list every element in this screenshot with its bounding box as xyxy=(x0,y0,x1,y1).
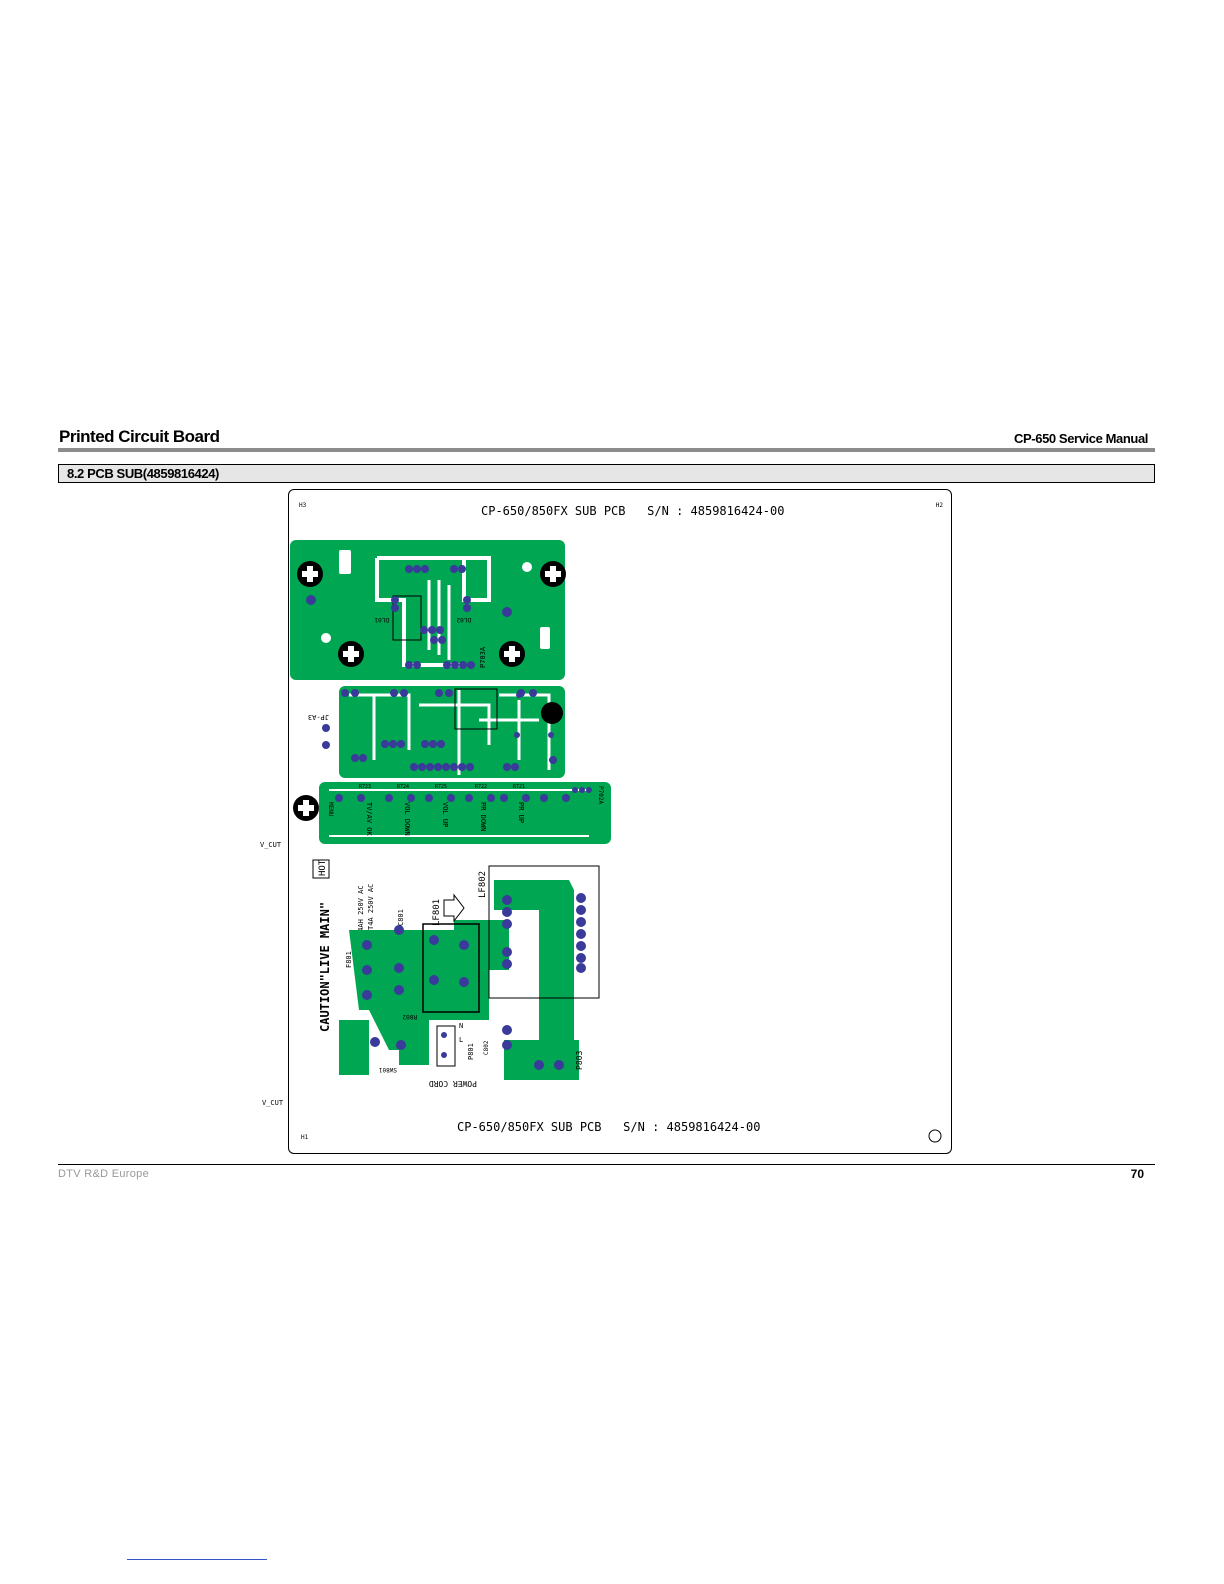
page-number: 70 xyxy=(1130,1167,1144,1181)
footer-org: DTV R&D Europe xyxy=(58,1168,150,1180)
label-key-voldown: VOL DOWN xyxy=(403,802,411,836)
label-p801: P801 xyxy=(467,1043,475,1060)
label-sw801: SW801 xyxy=(379,1066,397,1073)
label-c801: C801 xyxy=(397,909,405,926)
label-p803: P803 xyxy=(575,1051,584,1070)
serial-number-bottom: CP-650/850FX SUB PCB S/N : 4859816424-00 xyxy=(457,1120,761,1134)
label-r721: R721 xyxy=(513,784,525,790)
label-fuse-rating: F4AH 250V AC xyxy=(357,885,365,936)
label-key-tvav: TV/AV OK xyxy=(365,802,373,837)
vcut-label-top: V_CUT xyxy=(260,841,282,849)
label-jp-a3: JP-A3 xyxy=(308,713,329,721)
label-c802: C802 xyxy=(483,1040,490,1055)
footer-rule xyxy=(58,1164,1155,1165)
pcb-drawing-frame: H3 H2 H1 CP-650/850FX SUB PCB S/N : 4859… xyxy=(288,489,952,1154)
header-rule xyxy=(58,448,1155,452)
label-r725: R725 xyxy=(435,784,447,790)
label-n-mark: N xyxy=(459,1022,463,1030)
pcb-layout-drawing: DL01 DL02 P703A xyxy=(290,540,942,1143)
bottom-link-underline xyxy=(127,1559,267,1560)
label-lf801: LF801 xyxy=(432,899,442,926)
vcut-label-bottom: V_CUT xyxy=(262,1099,284,1107)
page-section-title: Printed Circuit Board xyxy=(59,427,220,446)
label-dl01: DL01 xyxy=(374,616,389,623)
serial-number-top: CP-650/850FX SUB PCB S/N : 4859816424-00 xyxy=(481,504,785,518)
label-key-menu: MENU xyxy=(327,802,334,817)
label-r802: R802 xyxy=(402,1013,417,1020)
manual-title: CP-650 Service Manual xyxy=(1014,431,1148,446)
label-p703a: P703A xyxy=(479,646,487,668)
key-board: MENU TV/AV OK VOL DOWN VOL UP PR DOWN PR… xyxy=(319,782,611,844)
corner-mark-h1: H1 xyxy=(301,1134,309,1141)
label-fuse-type: T4A 250V AC xyxy=(367,884,375,930)
label-lf802: LF802 xyxy=(478,871,488,898)
ir-board: JP-A3 xyxy=(308,686,565,778)
subsection-header: 8.2 PCB SUB(4859816424) xyxy=(58,464,1155,483)
corner-mark-h2: H2 xyxy=(935,502,943,509)
label-r722: R722 xyxy=(475,784,487,790)
corner-mark-h3: H3 xyxy=(299,502,307,509)
label-dl02: DL02 xyxy=(456,616,471,623)
label-p702a: P702A xyxy=(597,786,604,804)
label-hot: HOT xyxy=(318,859,328,876)
label-key-prup: PR UP xyxy=(517,802,525,823)
power-board: HOT CAUTION"LIVE MAIN" F801 F4AH 250V AC… xyxy=(312,859,600,1088)
label-key-prdown: PR DOWN xyxy=(479,802,487,832)
label-r723: R723 xyxy=(359,784,371,790)
label-r724: R724 xyxy=(397,784,409,790)
label-f801: F801 xyxy=(345,951,353,968)
label-l-mark: L xyxy=(459,1036,463,1044)
label-caution: CAUTION"LIVE MAIN" xyxy=(318,902,332,1032)
label-key-volup: VOL UP xyxy=(441,802,449,827)
label-power-cord: POWER CORD xyxy=(429,1079,477,1088)
fiducial-mark xyxy=(928,1129,942,1143)
subsection-title: 8.2 PCB SUB(4859816424) xyxy=(67,466,219,481)
